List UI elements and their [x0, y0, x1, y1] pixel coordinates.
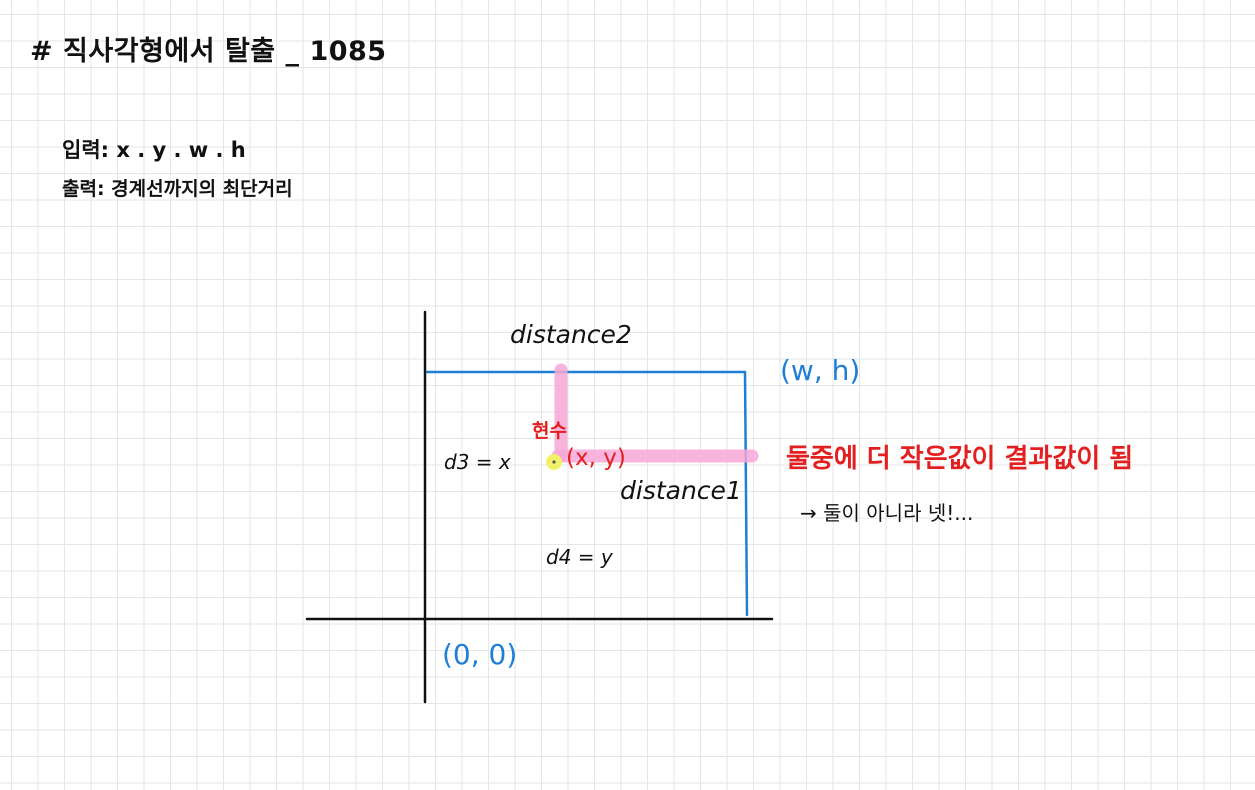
- point-dot-core: [552, 460, 556, 464]
- red-note: 둘중에 더 작은값이 결과값이 됨: [786, 444, 1134, 474]
- rectangle-boundary: [425, 370, 749, 617]
- label-person: 현수: [532, 420, 567, 442]
- output-spec: 출력: 경계선까지의 최단거리: [62, 178, 293, 200]
- label-point-xy: (x, y): [566, 445, 626, 471]
- page-title: # 직사각형에서 탈출 _ 1085: [30, 36, 387, 67]
- input-spec: 입력: x . y . w . h: [62, 138, 246, 162]
- followup-note: → 둘이 아니라 넷!...: [800, 501, 974, 525]
- label-corner-wh: (w, h): [780, 354, 861, 387]
- label-distance1: distance1: [620, 476, 742, 505]
- label-d3: d3 = x: [444, 450, 511, 474]
- label-origin: (0, 0): [442, 638, 518, 671]
- label-d4: d4 = y: [546, 545, 613, 569]
- label-distance2: distance2: [510, 320, 632, 349]
